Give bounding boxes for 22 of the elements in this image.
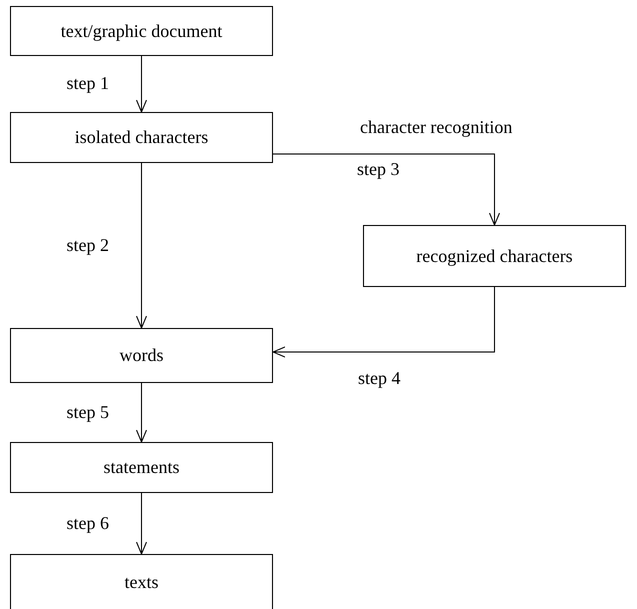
box-label: texts [124, 572, 158, 592]
process-box [10, 442, 273, 493]
box-label: words [120, 345, 164, 366]
box-label: text/graphic document [60, 20, 222, 42]
process-box [363, 225, 626, 287]
arrow [272, 286, 495, 358]
process-box [10, 112, 273, 163]
process-box [10, 6, 273, 56]
box-label: isolated characters [74, 127, 208, 148]
box-label: statements [104, 457, 180, 478]
edge-label: step 3 [357, 160, 400, 180]
process-box [10, 554, 273, 609]
edge-label: step 4 [358, 369, 400, 389]
process-box [10, 328, 273, 383]
arrow [136, 56, 147, 112]
arrow [136, 162, 147, 328]
arrow [136, 382, 147, 442]
arrow [136, 492, 147, 554]
arrow [272, 154, 500, 226]
edge-label: step 1 [66, 74, 109, 94]
box-label: recognized characters [416, 246, 573, 266]
note-label: character recognition [360, 118, 512, 138]
